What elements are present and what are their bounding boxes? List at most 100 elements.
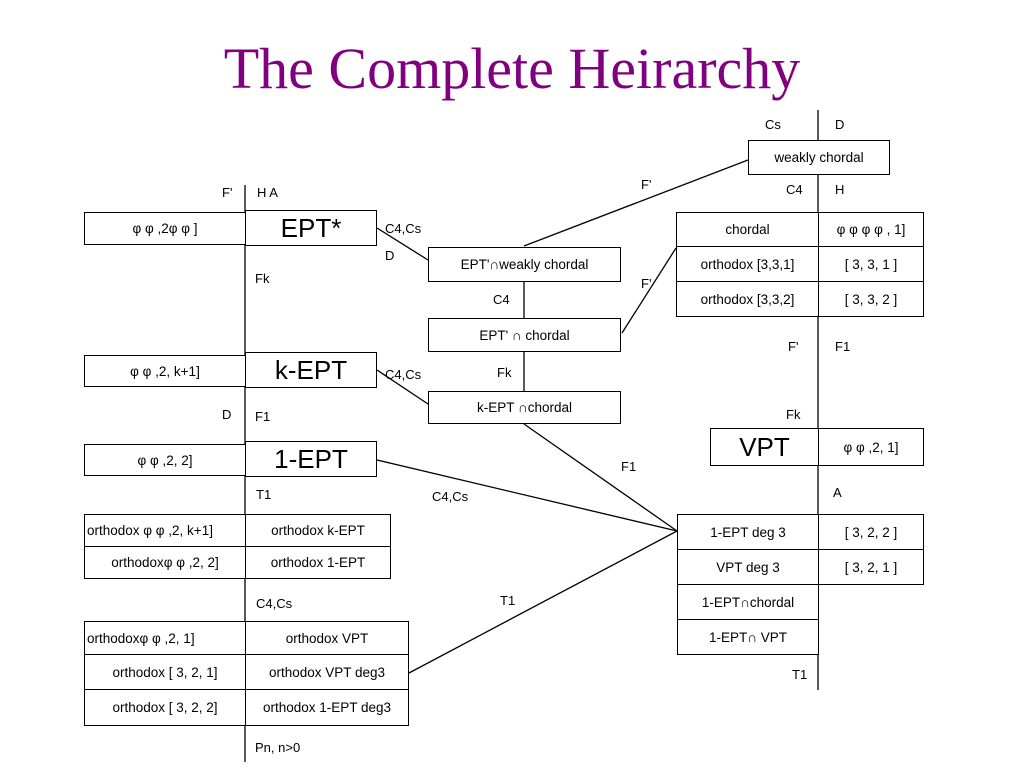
chordal-param: φ φ φ φ , 1] xyxy=(836,222,906,237)
mid-label-c4cs-low: C4,Cs xyxy=(432,489,469,504)
orth-vpt-param: orthodoxφ φ ,2, 1] xyxy=(87,630,195,646)
ept-weakly-chordal: EPT'∩weakly chordal xyxy=(460,257,589,272)
mid-label-d-top: D xyxy=(385,248,395,263)
ept-weakly-chordal-box: EPT'∩weakly chordal xyxy=(428,247,621,282)
ept1-chordal: 1-EPT∩chordal xyxy=(701,594,795,610)
mid-label-c4: C4 xyxy=(493,292,510,307)
mid-label-t1: T1 xyxy=(500,593,516,608)
vpt-deg3-box: VPT deg 3 xyxy=(677,549,819,585)
chordal-box: chordal xyxy=(676,212,819,247)
orth-1-ept: orthodox 1-EPT xyxy=(270,555,366,570)
orth-vpt-box: orthodox VPT xyxy=(245,621,409,655)
orth-322: orthodox [ 3, 2, 2] xyxy=(112,700,218,715)
orth-332-box: orthodox [3,3,2] xyxy=(676,281,819,317)
param-331: [ 3, 3, 1 ] xyxy=(844,256,898,272)
mid-label-fprime-upper: F' xyxy=(641,177,652,192)
right-label-h: H xyxy=(835,182,845,197)
left-label-d: D xyxy=(222,407,232,422)
right-label-f1: F1 xyxy=(835,339,851,354)
edge-eptstar-eptweakly xyxy=(376,227,429,261)
ept-chordal-box: EPT' ∩ chordal xyxy=(428,318,621,352)
orth-321-box: orthodox [ 3, 2, 1] xyxy=(84,654,246,690)
one-ept-param-box: φ φ ,2, 2] xyxy=(84,444,246,476)
param-322-box: [ 3, 2, 2 ] xyxy=(818,514,924,550)
orth-332: orthodox [3,3,2] xyxy=(700,291,795,307)
edge-1ept-1eptdeg3 xyxy=(376,459,678,532)
vpt-box: VPT xyxy=(710,428,819,466)
ept-star-box: EPT* xyxy=(245,210,377,246)
mid-label-fprime-mid: F' xyxy=(641,276,652,291)
right-label-d: D xyxy=(835,117,845,132)
orth-k-ept-param-box: orthodox φ φ ,2, k+1] xyxy=(84,514,246,547)
right-label-t1: T1 xyxy=(792,667,808,682)
ept1-deg3-box: 1-EPT deg 3 xyxy=(677,514,819,550)
orth-1-ept-param: orthodoxφ φ ,2, 2] xyxy=(111,555,219,570)
orth-1-ept-param-box: orthodoxφ φ ,2, 2] xyxy=(84,546,246,579)
param-332-box: [ 3, 3, 2 ] xyxy=(818,281,924,317)
mid-label-c4cs-top: C4,Cs xyxy=(385,221,422,236)
chordal: chordal xyxy=(725,222,770,237)
page-title: The Complete Heirarchy xyxy=(223,36,801,101)
ept-chordal: EPT' ∩ chordal xyxy=(479,327,570,343)
weakly-chordal-box: weakly chordal xyxy=(748,140,890,175)
param-331-box: [ 3, 3, 1 ] xyxy=(818,246,924,282)
left-header-ha: H A xyxy=(257,185,278,200)
ept1-deg3: 1-EPT deg 3 xyxy=(710,524,786,540)
vpt: VPT xyxy=(739,431,790,462)
edge-eptchordal-orthodox xyxy=(621,247,677,334)
one-ept-param: φ φ ,2, 2] xyxy=(137,452,193,468)
right-label-fprime: F' xyxy=(788,339,799,354)
ept-star-param-box: φ φ ,2φ φ ] xyxy=(84,212,246,245)
orth-1-ept-box: orthodox 1-EPT xyxy=(245,546,391,579)
edge-kept-keptchordal xyxy=(376,369,429,405)
edge-orthvptdeg3-1eptdeg3 xyxy=(408,530,678,674)
orth-vpt-deg3: orthodox VPT deg3 xyxy=(268,664,386,680)
right-label-cs: Cs xyxy=(765,117,781,132)
left-label-fk: Fk xyxy=(255,271,270,286)
vpt-deg3: VPT deg 3 xyxy=(716,559,780,575)
left-label-pn: Pn, n>0 xyxy=(255,740,301,755)
orth-331-box: orthodox [3,3,1] xyxy=(676,246,819,282)
orth-k-ept-param: orthodox φ φ ,2, k+1] xyxy=(87,523,213,538)
chordal-param-box: φ φ φ φ , 1] xyxy=(818,212,924,247)
right-label-c4: C4 xyxy=(786,182,803,197)
left-header-fprime: F' xyxy=(222,185,233,200)
k-ept-chordal: k-EPT ∩chordal xyxy=(477,400,572,415)
edge-keptchordal-1eptdeg3 xyxy=(523,423,678,532)
k-ept-param: φ φ ,2, k+1] xyxy=(130,363,200,379)
orth-vpt-param-box: orthodoxφ φ ,2, 1] xyxy=(84,621,246,655)
param-321: [ 3, 2, 1 ] xyxy=(844,559,898,575)
k-ept-box: k-EPT xyxy=(245,352,377,388)
orth-k-ept-box: orthodox k-EPT xyxy=(245,514,391,547)
mid-label-f1: F1 xyxy=(621,459,637,474)
orth-322-box: orthodox [ 3, 2, 2] xyxy=(84,689,246,726)
orth-vpt-deg3-box: orthodox VPT deg3 xyxy=(245,654,409,690)
left-label-c4cs: C4,Cs xyxy=(256,596,293,611)
orth-1ept-deg3-box: orthodox 1-EPT deg3 xyxy=(245,689,409,726)
one-ept-box: 1-EPT xyxy=(245,441,377,477)
orth-k-ept: orthodox k-EPT xyxy=(271,523,365,538)
left-label-t1: T1 xyxy=(256,487,272,502)
right-label-a: A xyxy=(833,485,842,500)
ept1-vpt-box: 1-EPT∩ VPT xyxy=(677,619,819,655)
param-332: [ 3, 3, 2 ] xyxy=(844,291,898,307)
right-label-fk: Fk xyxy=(786,407,801,422)
param-322: [ 3, 2, 2 ] xyxy=(844,524,898,540)
ept-star: EPT* xyxy=(280,212,342,243)
k-ept: k-EPT xyxy=(274,354,348,385)
ept1-chordal-box: 1-EPT∩chordal xyxy=(677,584,819,620)
orth-331: orthodox [3,3,1] xyxy=(700,256,795,272)
edge-eptweakly-weaklychordal xyxy=(523,159,749,247)
weakly-chordal: weakly chordal xyxy=(774,150,864,165)
vpt-param: φ φ ,2, 1] xyxy=(843,439,899,455)
one-ept: 1-EPT xyxy=(274,443,348,474)
left-label-f1: F1 xyxy=(255,409,271,424)
orth-321: orthodox [ 3, 2, 1] xyxy=(112,664,218,680)
k-ept-param-box: φ φ ,2, k+1] xyxy=(84,355,246,387)
orth-1ept-deg3: orthodox 1-EPT deg3 xyxy=(262,700,392,715)
param-321-box: [ 3, 2, 1 ] xyxy=(818,549,924,585)
vpt-param-box: φ φ ,2, 1] xyxy=(818,428,924,466)
ept1-vpt: 1-EPT∩ VPT xyxy=(709,629,787,645)
k-ept-chordal-box: k-EPT ∩chordal xyxy=(428,391,621,424)
